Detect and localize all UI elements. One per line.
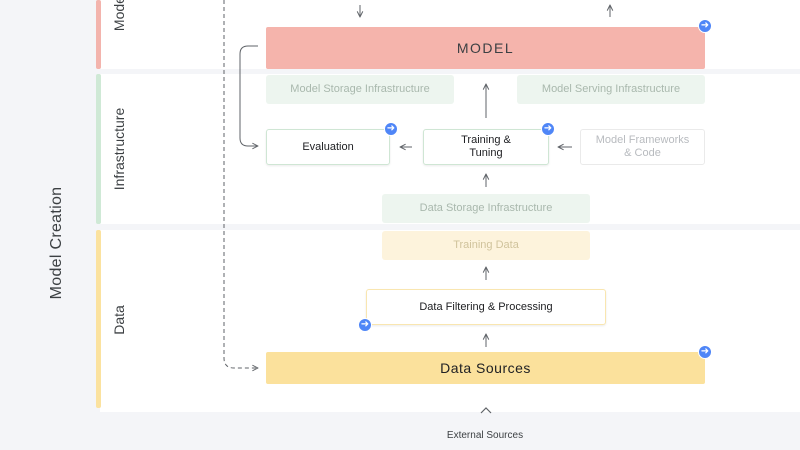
model-serving-infrastructure-box[interactable]: Model Serving Infrastructure xyxy=(517,75,705,104)
external-sources-chevron xyxy=(480,407,492,414)
evaluation-box[interactable]: Evaluation xyxy=(266,129,390,165)
model-arrow-right-circle-icon[interactable]: ➜ xyxy=(698,19,712,33)
training-data-box[interactable]: Training Data xyxy=(382,231,590,260)
dashed-feedback-line xyxy=(223,0,258,368)
data-storage-infrastructure-box[interactable]: Data Storage Infrastructure xyxy=(382,194,590,223)
data-sources-arrow-right-circle-icon[interactable]: ➜ xyxy=(698,345,712,359)
infrastructure-stripe xyxy=(96,74,101,224)
evaluation-arrow-right-circle-icon[interactable]: ➜ xyxy=(384,122,398,136)
model-storage-infrastructure-box[interactable]: Model Storage Infrastructure xyxy=(266,75,454,104)
model-box[interactable]: MODEL xyxy=(266,27,705,69)
external-sources-label: External Sources xyxy=(446,430,524,441)
filtering-arrow-right-circle-icon[interactable]: ➜ xyxy=(358,318,372,332)
data-stripe xyxy=(96,230,101,408)
training-arrow-right-circle-icon[interactable]: ➜ xyxy=(541,122,555,136)
data-filtering-processing-box[interactable]: Data Filtering & Processing xyxy=(366,289,606,325)
model-evaluation-bracket xyxy=(239,45,258,146)
model-frameworks-code-box[interactable]: Model Frameworks & Code xyxy=(580,129,705,165)
data-sources-box[interactable]: Data Sources xyxy=(266,352,705,384)
model-stripe xyxy=(96,0,101,69)
training-tuning-box[interactable]: Training & Tuning xyxy=(423,129,549,165)
